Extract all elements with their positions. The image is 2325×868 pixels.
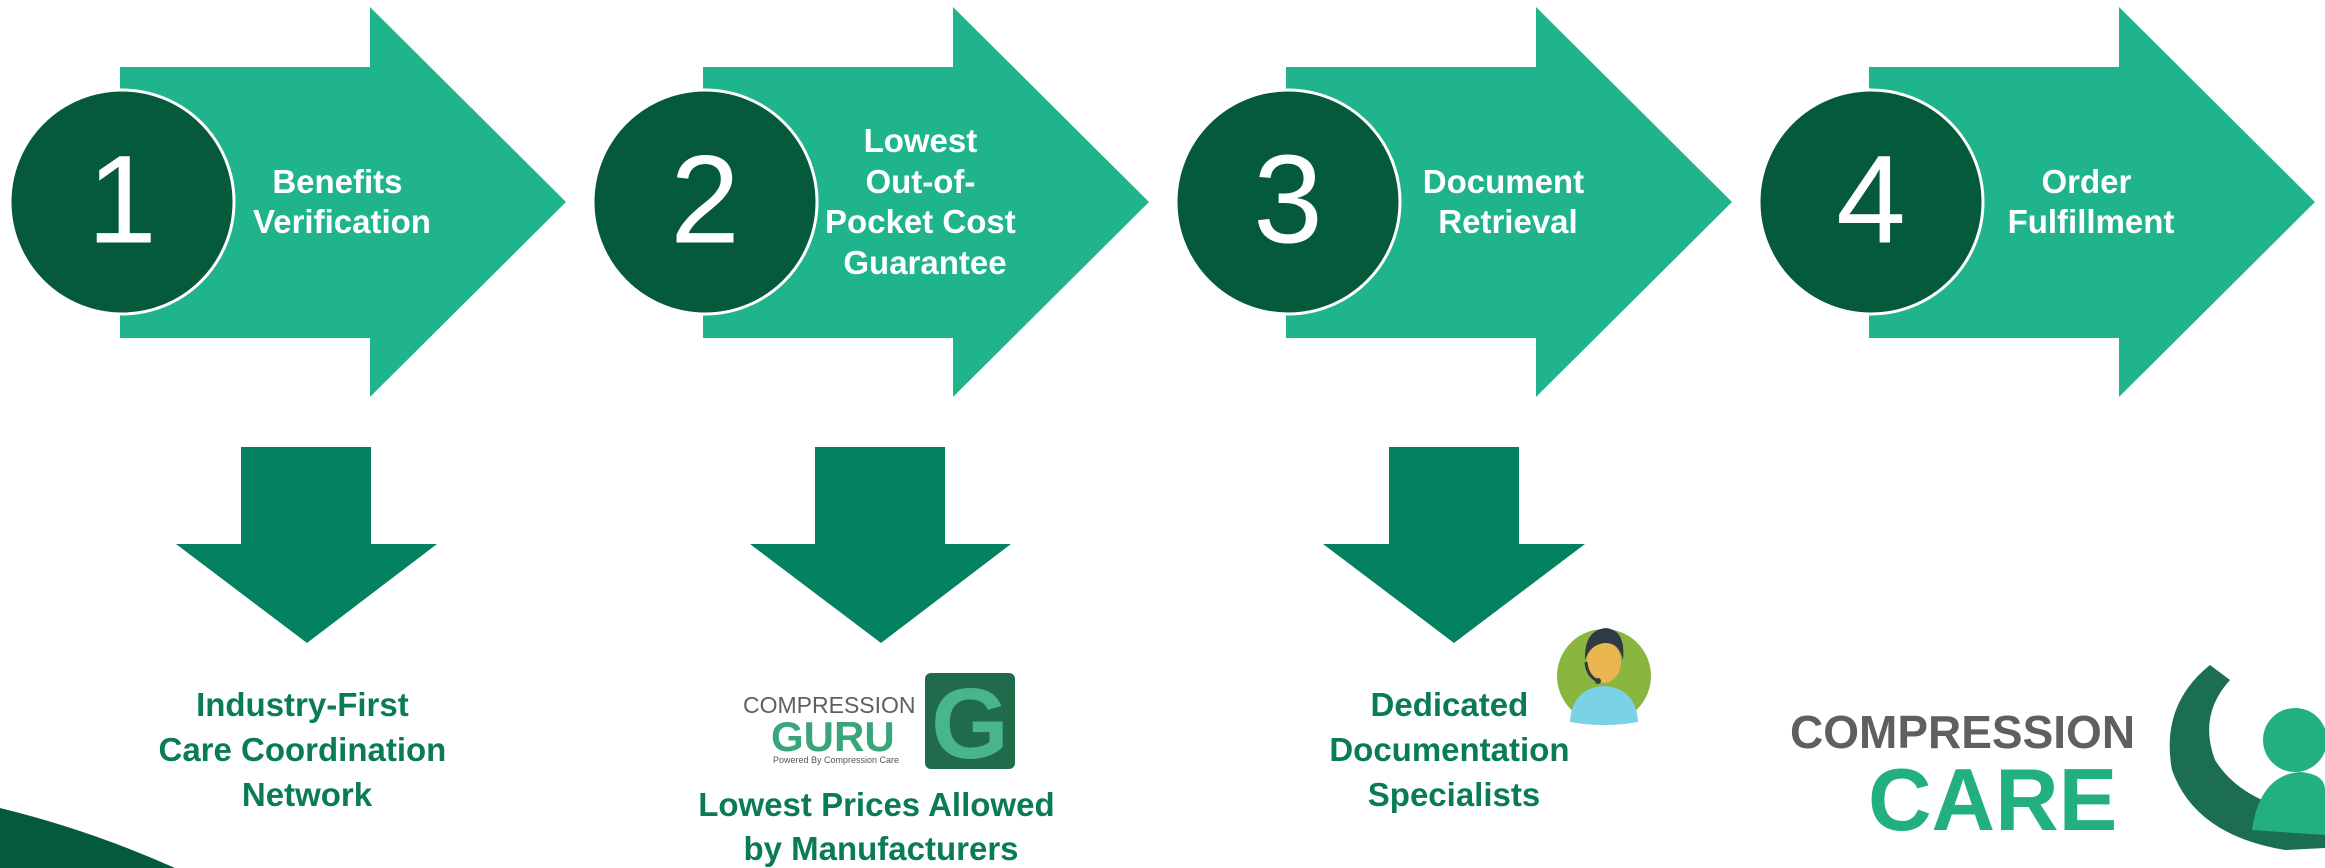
caption-line: Care Coordination (158, 731, 446, 768)
step-number: 2 (670, 131, 740, 270)
caption-line: Network (242, 776, 373, 813)
step-arrow (1286, 7, 1732, 397)
step-title-line: Lowest (864, 122, 978, 159)
step-number-circle (1757, 88, 1985, 316)
step-title-line: Document (1423, 163, 1584, 200)
headset-agent-icon (1557, 628, 1651, 725)
step-arrow (1869, 7, 2315, 397)
brand-logo-body (2252, 772, 2325, 835)
caption-line: Dedicated (1371, 686, 1529, 723)
step-title: Benefits Verification (253, 163, 431, 240)
step-4: 4 Order Fulfillment (1757, 7, 2315, 397)
brand-logo-top-word: COMPRESSION (1790, 706, 2135, 758)
guru-logo-letter: G (931, 668, 1009, 780)
step-title-line: Fulfillment (2008, 203, 2175, 240)
step-title-line: Retrieval (1438, 203, 1577, 240)
caption-line: Industry-First (196, 686, 409, 723)
step-number: 3 (1253, 131, 1323, 270)
detail-caption: Industry-First Care Coordination Network (158, 686, 455, 813)
step-number-circle (1174, 88, 1402, 316)
step-title: Order Fulfillment (2008, 163, 2175, 240)
guru-logo-badge (925, 673, 1015, 769)
step-title: Document Retrieval (1423, 163, 1594, 240)
step-title-line: Pocket Cost (825, 203, 1016, 240)
caption-line: by Manufacturers (743, 830, 1018, 867)
step-title-line: Verification (253, 203, 431, 240)
brand-logo-head (2263, 708, 2325, 772)
step-title-line: Guarantee (843, 244, 1006, 281)
caption-line: Lowest Prices Allowed (698, 786, 1054, 823)
caption-line: Specialists (1368, 776, 1540, 813)
guru-logo-top-word: COMPRESSION (743, 692, 916, 718)
detail-caption: Dedicated Documentation Specialists (1329, 686, 1578, 813)
step-1: 1 Benefits Verification (8, 7, 566, 397)
step-number: 1 (87, 131, 157, 270)
guru-logo-main-word: GURU (771, 713, 895, 760)
brand-logo-swoosh (2169, 665, 2325, 850)
down-arrow (750, 447, 1011, 643)
step-number-circle (8, 88, 236, 316)
step-title-line: Out-of- (865, 163, 975, 200)
step-arrow (120, 7, 566, 397)
decorative-swoosh (0, 808, 175, 868)
step-title-line: Benefits (272, 163, 402, 200)
step-title: Lowest Out-of- Pocket Cost Guarantee (825, 122, 1025, 281)
step-2: 2 Lowest Out-of- Pocket Cost Guarantee (591, 7, 1149, 397)
compression-guru-logo: COMPRESSION GURU Powered By Compression … (743, 668, 1015, 780)
caption-line: Documentation (1329, 731, 1569, 768)
down-arrow (176, 447, 437, 643)
step-number: 4 (1836, 131, 1906, 270)
compression-care-logo: COMPRESSION CARE (1790, 665, 2325, 850)
detail-caption: Lowest Prices Allowed by Manufacturers (698, 786, 1064, 867)
step-arrow (703, 7, 1149, 397)
down-arrow (1323, 447, 1585, 643)
step-title-line: Order (2041, 163, 2131, 200)
brand-logo-main-word: CARE (1868, 750, 2117, 849)
step-3: 3 Document Retrieval (1174, 7, 1732, 397)
step-number-circle (591, 88, 819, 316)
guru-logo-tagline: Powered By Compression Care (773, 755, 899, 765)
